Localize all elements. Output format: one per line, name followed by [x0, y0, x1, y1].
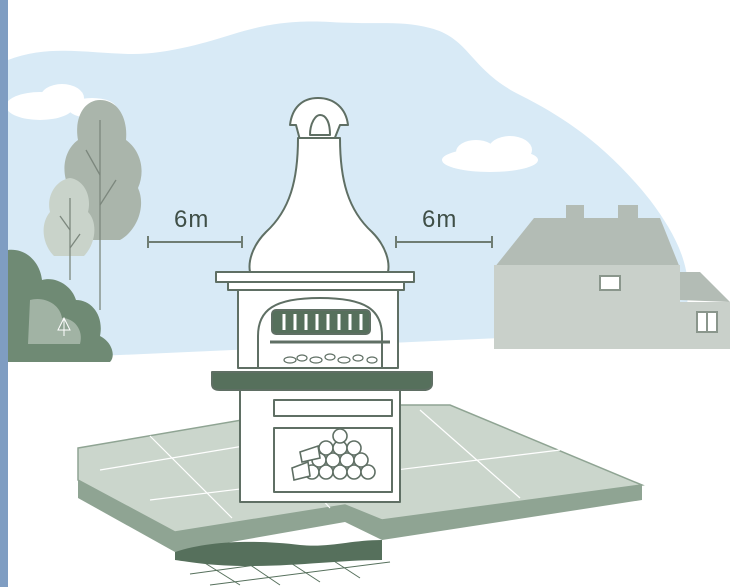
distance-label-left: 6m [174, 208, 209, 232]
house-icon [494, 205, 730, 349]
distance-label-right: 6m [422, 208, 457, 232]
left-edge-bar [0, 0, 8, 587]
